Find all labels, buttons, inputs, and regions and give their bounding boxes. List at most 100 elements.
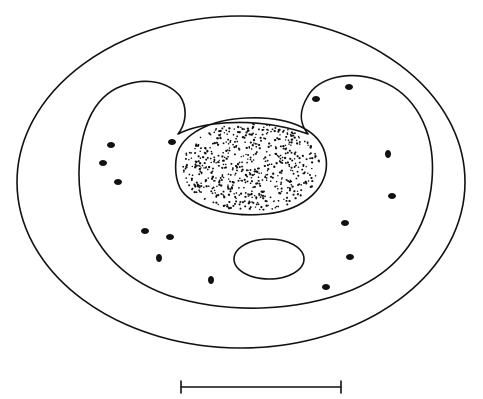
granule: [385, 150, 391, 158]
stipple-dot: [196, 191, 198, 193]
stipple-dot: [243, 128, 245, 130]
stipple-dot: [269, 164, 270, 165]
stipple-dot: [289, 141, 291, 143]
stipple-dot: [281, 177, 282, 178]
stipple-dot: [212, 192, 214, 194]
stipple-dot: [282, 131, 284, 133]
stipple-dot: [251, 161, 253, 163]
stipple-dot: [259, 185, 261, 187]
stipple-dot: [284, 157, 286, 159]
stipple-dot: [191, 188, 193, 190]
stipple-dot: [236, 192, 238, 194]
stipple-dot: [237, 180, 239, 182]
stipple-dot: [288, 139, 290, 141]
stipple-dot: [239, 162, 241, 164]
stipple-dot: [245, 154, 246, 155]
stipple-dot: [285, 200, 287, 202]
stipple-dot: [226, 206, 228, 208]
stipple-dot: [274, 127, 276, 129]
stipple-dot: [202, 156, 204, 158]
stipple-dot: [224, 132, 225, 133]
stipple-dot: [260, 206, 262, 208]
stipple-dot: [249, 173, 251, 175]
stipple-dot: [218, 184, 220, 186]
stipple-dot: [308, 180, 310, 182]
stipple-dot: [267, 168, 269, 170]
stipple-dot: [200, 147, 202, 149]
stipple-dot: [299, 157, 301, 159]
stipple-dot: [209, 134, 211, 136]
stipple-dot: [309, 157, 311, 159]
stipple-dot: [266, 124, 268, 126]
stipple-dot: [196, 182, 198, 184]
stipple-dot: [251, 177, 253, 179]
stipple-dot: [241, 180, 243, 182]
stipple-dot: [267, 132, 269, 134]
stipple-dot: [211, 153, 213, 155]
stipple-dot: [251, 148, 253, 150]
stipple-dot: [227, 186, 229, 188]
stipple-dot: [305, 166, 306, 167]
stipple-dot: [261, 172, 262, 173]
stipple-dot: [278, 156, 280, 158]
stipple-dot: [280, 181, 282, 183]
stipple-dot: [266, 174, 268, 176]
stipple-dot: [244, 141, 246, 143]
stipple-dot: [239, 177, 241, 179]
stipple-dot: [291, 185, 293, 187]
stipple-dot: [255, 146, 257, 148]
stipple-dot: [268, 205, 269, 206]
stipple-dot: [298, 166, 300, 168]
stipple-dot: [283, 148, 285, 150]
stipple-dot: [253, 154, 255, 156]
stipple-dot: [224, 157, 226, 159]
stipple-dot: [272, 173, 274, 175]
stipple-dot: [271, 208, 273, 210]
stipple-dot: [212, 176, 214, 178]
stipple-dot: [230, 207, 232, 209]
stipple-dot: [293, 173, 295, 175]
stipple-dot: [277, 206, 279, 208]
stipple-dot: [291, 167, 293, 169]
stipple-dot: [300, 194, 302, 196]
stipple-dot: [285, 147, 287, 149]
stipple-dot: [219, 135, 220, 136]
stipple-dot: [218, 155, 220, 157]
stipple-dot: [260, 196, 262, 198]
stipple-dot: [192, 174, 194, 176]
stipple-dot: [223, 159, 225, 161]
stipple-dot: [213, 159, 215, 161]
stipple-dot: [276, 185, 277, 186]
stipple-dot: [209, 147, 211, 149]
stipple-dot: [307, 142, 309, 144]
stipple-dot: [227, 139, 229, 141]
granule: [107, 142, 115, 148]
stipple-dot: [310, 186, 312, 188]
stipple-dot: [221, 179, 223, 181]
stipple-dot: [259, 147, 261, 149]
stipple-dot: [263, 126, 265, 128]
stipple-dot: [243, 187, 245, 189]
stipple-dot: [204, 162, 206, 164]
stipple-dot: [277, 188, 279, 190]
stipple-dot: [218, 165, 220, 167]
stipple-dot: [245, 181, 247, 183]
stipple-dot: [263, 158, 265, 160]
stipple-dot: [265, 200, 267, 202]
stipple-dot: [252, 174, 254, 176]
stipple-dot: [227, 184, 228, 185]
stipple-dot: [294, 136, 296, 138]
stipple-dot: [229, 147, 231, 149]
stipple-dot: [291, 159, 293, 161]
stipple-dot: [191, 152, 193, 154]
stipple-dot: [241, 166, 243, 168]
stipple-dot: [226, 133, 228, 135]
stipple-dot: [281, 188, 283, 190]
stipple-dot: [268, 142, 270, 144]
stipple-dot: [185, 158, 187, 160]
stipple-dot: [253, 142, 254, 143]
stipple-dot: [221, 167, 223, 169]
stipple-dot: [185, 153, 187, 155]
stipple-dot: [200, 185, 202, 187]
stipple-dot: [223, 196, 225, 198]
